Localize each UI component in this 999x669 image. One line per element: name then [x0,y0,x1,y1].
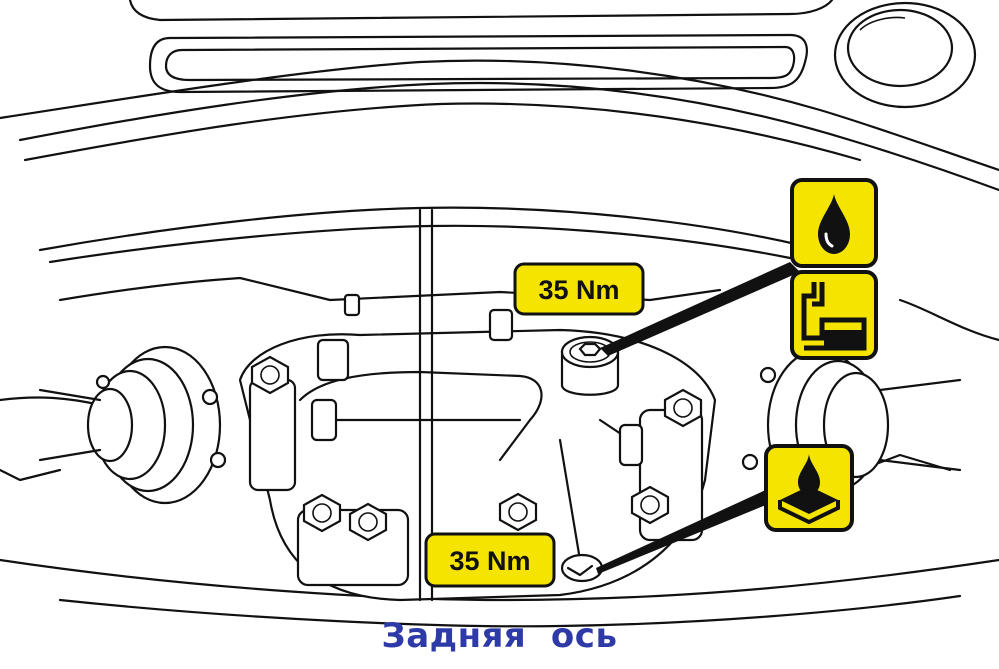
bolt [498,492,538,532]
leader-upper [600,262,800,356]
diagram-caption: Задняя ось [381,616,618,656]
bolt [302,493,342,533]
torque-value-upper: 35 Nm [538,275,619,305]
subframe [0,206,999,628]
left-drive-flange [38,345,227,505]
bolt [630,485,670,525]
drain-oil-icon [764,444,854,532]
fill-level-icon [790,270,878,360]
torque-value-lower: 35 Nm [449,546,530,576]
oil-drop-icon [790,178,878,268]
hex-bolts [250,355,703,542]
bolt [663,388,703,428]
filler-plug [560,335,620,396]
bolt [250,355,290,395]
torque-label-lower: 35 Nm [424,532,556,588]
bolt [348,502,388,542]
body-panel [0,0,999,192]
leader-lower [596,488,778,574]
torque-label-upper: 35 Nm [513,262,645,316]
